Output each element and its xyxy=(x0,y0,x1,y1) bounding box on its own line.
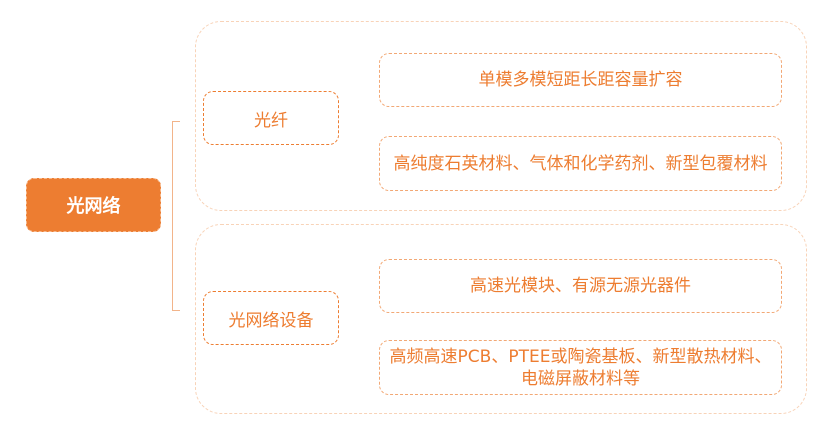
leaf-node: 高纯度石英材料、气体和化学药剂、新型包覆材料 xyxy=(379,136,782,191)
group-container-fiber xyxy=(195,21,807,211)
category-node-fiber: 光纤 xyxy=(203,91,339,145)
bracket-connector xyxy=(172,121,180,311)
group-container-equipment xyxy=(195,224,807,414)
leaf-node: 高速光模块、有源无源光器件 xyxy=(379,259,782,313)
leaf-node: 高频高速PCB、PTEE或陶瓷基板、新型散热材料、电磁屏蔽材料等 xyxy=(379,340,782,395)
category-node-equipment: 光网络设备 xyxy=(203,291,339,345)
root-node: 光网络 xyxy=(26,178,161,232)
leaf-node: 单模多模短距长距容量扩容 xyxy=(379,53,782,107)
